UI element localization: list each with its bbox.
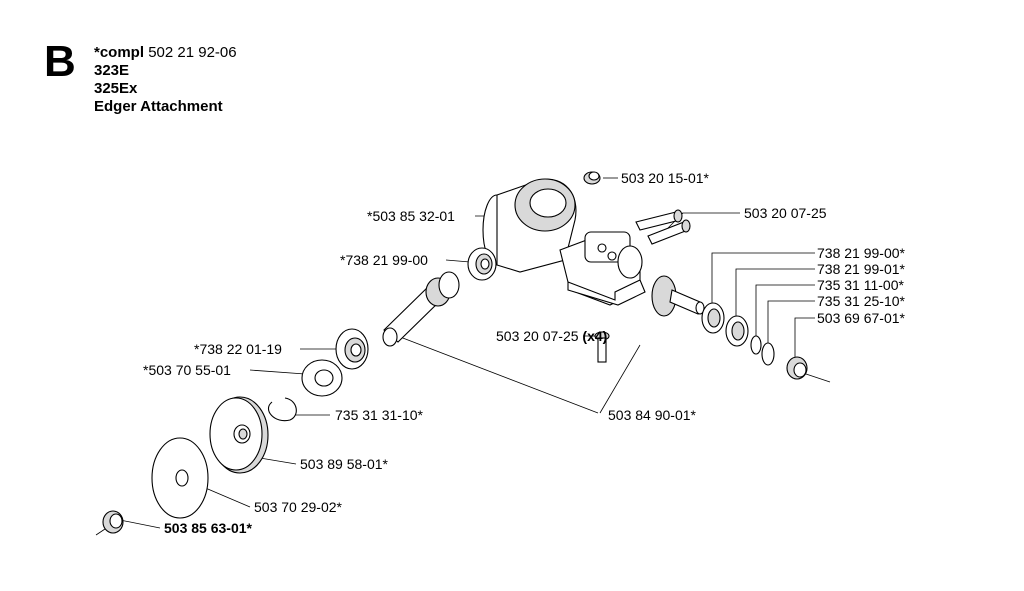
compl-line: *compl 502 21 92-06 bbox=[94, 44, 237, 62]
callout-503-20-07-25-x4: 503 20 07-25 (x4) bbox=[496, 328, 607, 344]
compl-number: 502 21 92-06 bbox=[148, 44, 237, 61]
model-1: 323E bbox=[94, 62, 130, 79]
pinion-shaft-part bbox=[382, 271, 460, 347]
seal-part bbox=[335, 328, 369, 370]
callout-503-84-90-01: 503 84 90-01* bbox=[608, 407, 697, 423]
model-2: 325Ex bbox=[94, 80, 138, 97]
callout-738-21-99-00-right: 738 21 99-00* bbox=[817, 245, 906, 261]
callout-503-85-63-01: 503 85 63-01* bbox=[164, 520, 253, 536]
diagram-title: Edger Attachment bbox=[94, 98, 223, 115]
bevel-gear-part bbox=[651, 275, 705, 317]
callout-x4-qty: (x4) bbox=[582, 328, 607, 344]
callout-503-70-55-01: *503 70 55-01 bbox=[143, 362, 231, 378]
callout-503-89-58-01: 503 89 58-01* bbox=[300, 456, 389, 472]
callout-735-31-11-00: 735 31 11-00* bbox=[817, 277, 904, 293]
right-bearings-part bbox=[701, 302, 808, 380]
callout-738-22-01-19: *738 22 01-19 bbox=[194, 341, 282, 357]
gear-housing-part bbox=[482, 178, 646, 306]
blade-part bbox=[151, 437, 209, 519]
bolt-pair-part bbox=[635, 209, 691, 245]
header-block: *compl 502 21 92-06 323E 325Ex Edger Att… bbox=[94, 44, 237, 116]
callout-738-21-99-01: 738 21 99-01* bbox=[817, 261, 906, 277]
callout-503-69-67-01: 503 69 67-01* bbox=[817, 310, 906, 326]
callout-503-20-07-25: 503 20 07-25 bbox=[744, 205, 827, 221]
callout-738-21-99-00-left: *738 21 99-00 bbox=[340, 252, 428, 268]
callout-735-31-31-10: 735 31 31-10* bbox=[335, 407, 424, 423]
section-letter: B bbox=[44, 37, 76, 86]
bearing-upper-part bbox=[467, 247, 497, 281]
callout-503-20-15-01: 503 20 15-01* bbox=[621, 170, 710, 186]
callout-503-85-32-01: *503 85 32-01 bbox=[367, 208, 455, 224]
callout-503-70-29-02: 503 70 29-02* bbox=[254, 499, 343, 515]
nut-part bbox=[102, 510, 124, 534]
callout-735-31-25-10: 735 31 25-10* bbox=[817, 293, 906, 309]
callout-x4-number: 503 20 07-25 bbox=[496, 328, 579, 344]
compl-prefix: *compl bbox=[94, 44, 145, 61]
screw-part bbox=[583, 171, 601, 185]
flange-part bbox=[209, 396, 269, 474]
washer-part bbox=[301, 359, 343, 397]
circlip-part bbox=[267, 397, 297, 422]
bolt-x4-part bbox=[594, 331, 610, 363]
